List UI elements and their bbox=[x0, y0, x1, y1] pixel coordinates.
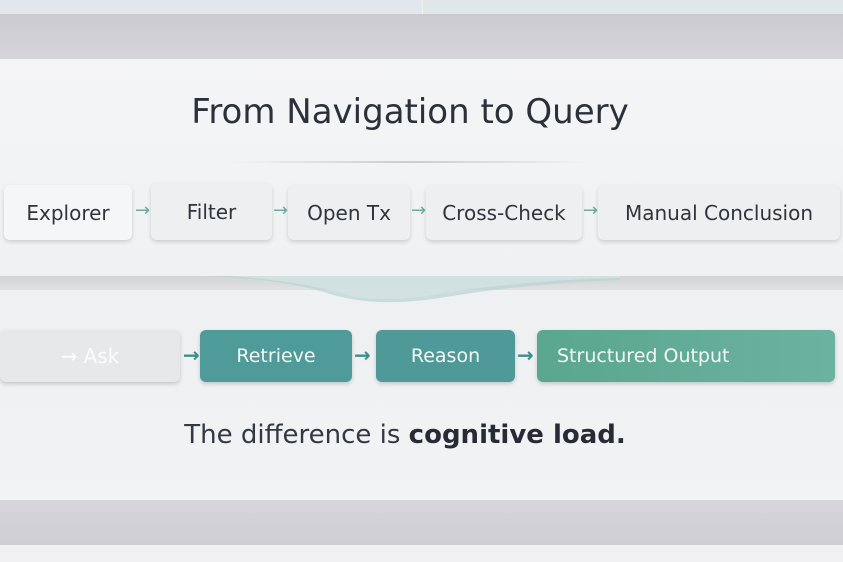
arrow-icon: → bbox=[354, 343, 371, 367]
arrow-icon: → bbox=[517, 343, 534, 367]
step-cross-check: Cross-Check bbox=[426, 185, 582, 240]
step-retrieve: Retrieve bbox=[200, 330, 352, 382]
arrow-icon: → bbox=[583, 200, 599, 221]
gray-band bbox=[0, 14, 843, 59]
top-strip-left bbox=[0, 0, 422, 14]
gray-band bbox=[0, 500, 843, 545]
step-explorer: Explorer bbox=[4, 185, 132, 240]
step-ask-label: Ask bbox=[83, 344, 120, 368]
wave-decoration bbox=[200, 276, 620, 303]
step-filter: Filter bbox=[151, 183, 272, 240]
conclusion-prefix: The difference is bbox=[184, 420, 409, 450]
bottom-strip bbox=[0, 545, 843, 562]
step-reason: Reason bbox=[376, 330, 515, 382]
step-open-tx: Open Tx bbox=[288, 185, 410, 240]
slide-title: From Navigation to Query bbox=[191, 92, 629, 132]
title-divider bbox=[230, 161, 590, 163]
conclusion-text: The difference is cognitive load. bbox=[0, 420, 810, 450]
top-strip-right bbox=[423, 0, 843, 14]
arrow-icon: → bbox=[411, 200, 427, 221]
step-ask: →Ask bbox=[0, 330, 180, 382]
arrow-icon: → bbox=[183, 343, 200, 367]
arrow-icon: → bbox=[273, 200, 289, 221]
step-manual-conclusion: Manual Conclusion bbox=[598, 185, 840, 240]
arrow-icon: → bbox=[60, 344, 78, 368]
conclusion-emphasis: cognitive load. bbox=[408, 420, 626, 450]
step-structured-output: Structured Output bbox=[537, 330, 835, 382]
arrow-icon: → bbox=[135, 200, 151, 221]
